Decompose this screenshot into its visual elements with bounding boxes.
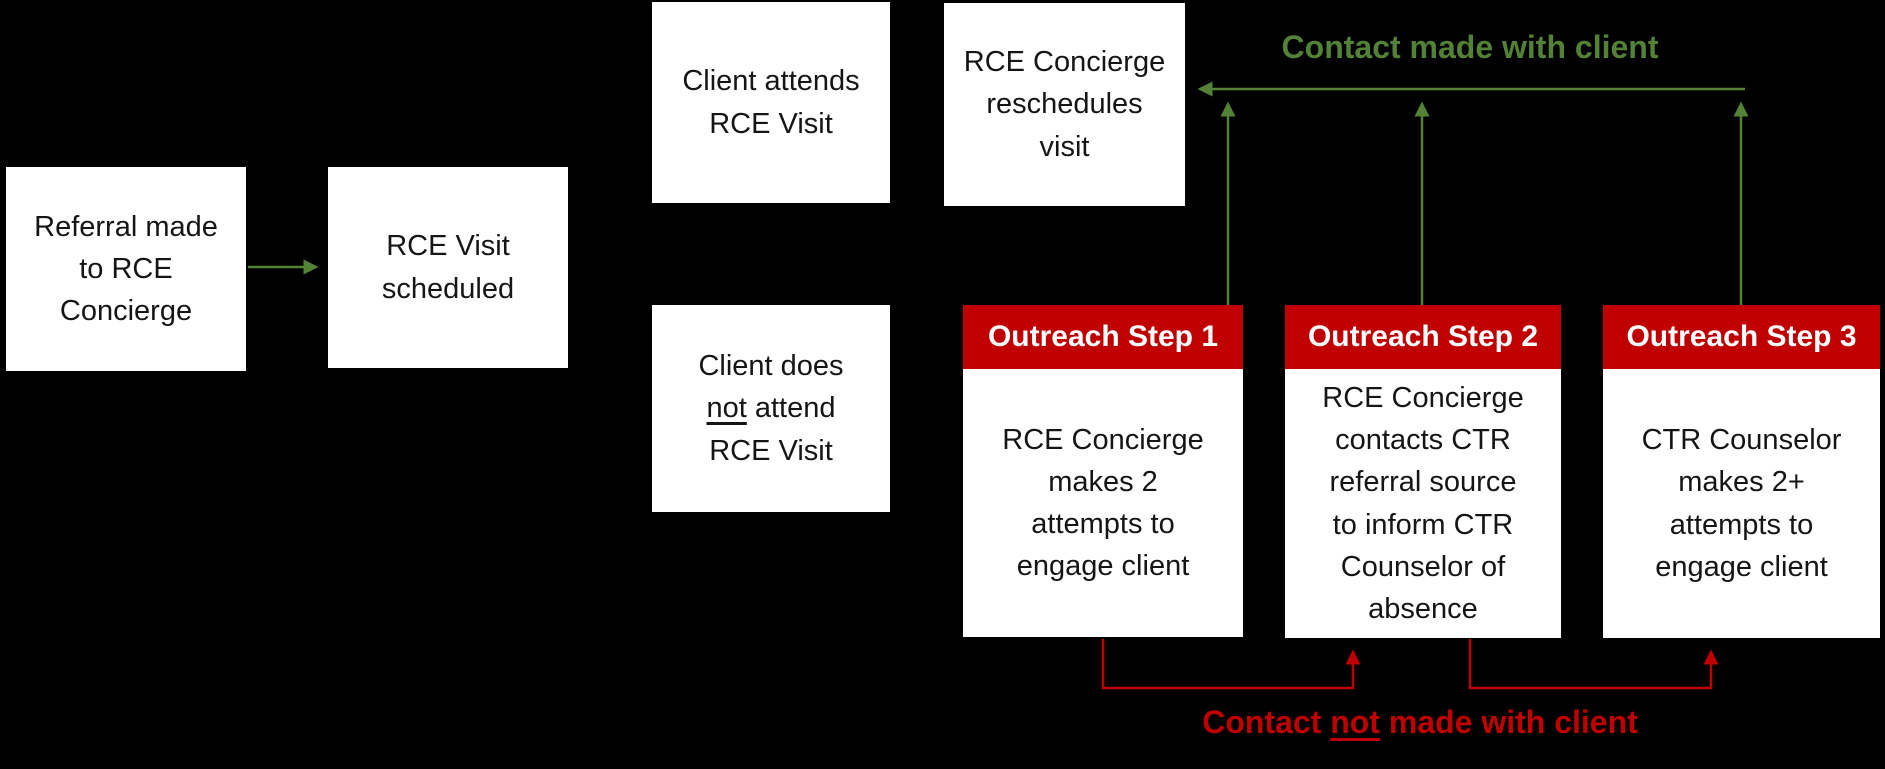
client-not-attend-not: not [706,392,747,425]
outreach-step-2-body-text: RCE Concierge contacts CTR referral sour… [1322,382,1524,625]
node-client-not-attend: Client does not attend RCE Visit [652,305,890,512]
node-visit-scheduled: RCE Visit scheduled [328,167,568,368]
arrow-step2-to-step3-no-contact [1468,639,1719,690]
outreach-step-2: Outreach Step 2 RCE Concierge contacts C… [1285,305,1561,638]
contact-not-made-not: not [1330,704,1380,740]
arrow-step1-to-step2-no-contact [1101,639,1361,690]
outreach-step-3-body-text: CTR Counselor makes 2+ attempts to engag… [1641,424,1842,583]
client-not-attend-before: Client does [698,350,844,383]
node-client-not-attend-text: Client does not attend RCE Visit [686,345,856,471]
outreach-step-1-body: RCE Concierge makes 2 attempts to engage… [963,369,1243,637]
node-reschedules-text: RCE Concierge reschedules visit [963,46,1166,163]
outreach-step-2-header: Outreach Step 2 [1285,305,1561,369]
contact-not-made-before: Contact [1202,704,1331,740]
outreach-step-3-header: Outreach Step 3 [1603,305,1880,369]
node-referral-made-text: Referral made to RCE Concierge [34,210,218,328]
node-client-attends: Client attends RCE Visit [652,2,890,203]
node-visit-scheduled-text: RCE Visit scheduled [381,230,515,305]
outreach-step-2-body: RCE Concierge contacts CTR referral sour… [1285,369,1561,638]
outreach-step-1: Outreach Step 1 RCE Concierge makes 2 at… [963,305,1243,637]
client-not-attend-after: attend RCE Visit [709,392,836,467]
node-reschedules: RCE Concierge reschedules visit [944,3,1185,206]
outreach-step-3-body: CTR Counselor makes 2+ attempts to engag… [1603,369,1880,638]
outreach-step-3: Outreach Step 3 CTR Counselor makes 2+ a… [1603,305,1880,638]
outreach-step-1-body-text: RCE Concierge makes 2 attempts to engage… [1002,423,1204,583]
contact-not-made-after: made with client [1379,704,1638,740]
outreach-step-1-header: Outreach Step 1 [963,305,1243,369]
label-contact-made: Contact made with client [1281,29,1659,65]
label-contact-not-made: Contact not made with client [1120,703,1720,741]
node-client-attends-text: Client attends RCE Visit [682,65,860,140]
node-referral-made: Referral made to RCE Concierge [6,167,246,371]
